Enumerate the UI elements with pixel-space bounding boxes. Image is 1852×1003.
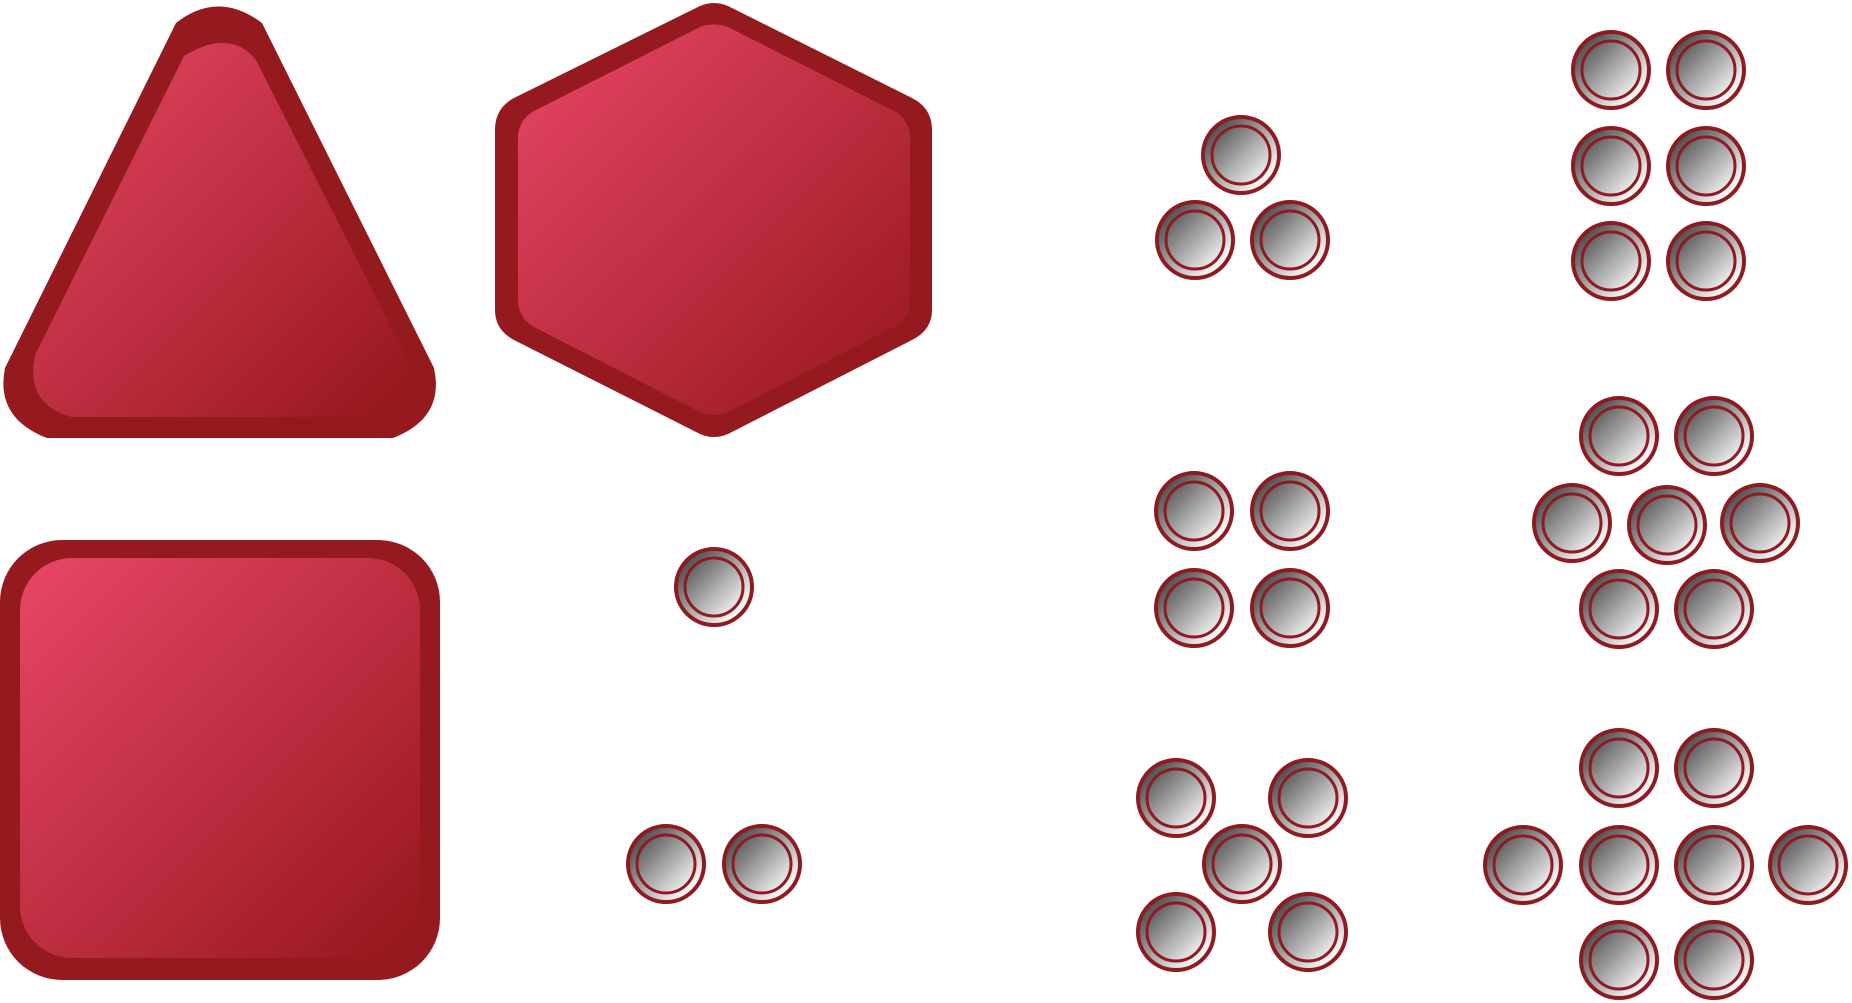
counter[interactable] xyxy=(1250,471,1330,551)
counter-inner-ring xyxy=(1163,480,1225,542)
counter[interactable] xyxy=(1154,568,1234,648)
counter-inner-ring xyxy=(1259,209,1321,271)
counter[interactable] xyxy=(1250,568,1330,648)
counter-inner-ring xyxy=(1683,405,1745,467)
counter-inner-ring xyxy=(1675,135,1737,197)
counter-inner-ring xyxy=(1277,767,1339,829)
hexagon-shape[interactable] xyxy=(495,3,932,437)
counter-group-8 xyxy=(1483,728,1848,1000)
counter-inner-ring xyxy=(1145,901,1207,963)
counter[interactable] xyxy=(1201,115,1281,195)
counter-inner-ring xyxy=(1675,230,1737,292)
counter[interactable] xyxy=(1579,825,1659,905)
counter[interactable] xyxy=(1579,569,1659,649)
counter[interactable] xyxy=(1571,221,1651,301)
counter[interactable] xyxy=(1579,920,1659,1000)
counter-inner-ring xyxy=(1636,494,1698,556)
counter-inner-ring xyxy=(1588,834,1650,896)
counter-group-4 xyxy=(1154,471,1330,648)
counter-inner-ring xyxy=(1580,135,1642,197)
counter-inner-ring xyxy=(1683,578,1745,640)
counter-inner-ring xyxy=(1210,124,1272,186)
counter[interactable] xyxy=(1268,758,1348,838)
counter-inner-ring xyxy=(1541,492,1603,554)
counter-inner-ring xyxy=(1683,737,1745,799)
counter-inner-ring xyxy=(1211,833,1273,895)
counter[interactable] xyxy=(1674,396,1754,476)
counter[interactable] xyxy=(1666,126,1746,206)
counter[interactable] xyxy=(1571,126,1651,206)
counter-inner-ring xyxy=(1277,901,1339,963)
triangle-shape[interactable] xyxy=(3,6,436,439)
counter-inner-ring xyxy=(1729,492,1791,554)
counter[interactable] xyxy=(626,824,706,904)
hexagon-shape-face xyxy=(518,24,910,415)
counter[interactable] xyxy=(1202,824,1282,904)
counter[interactable] xyxy=(1483,825,1563,905)
counter[interactable] xyxy=(1571,30,1651,110)
counter-inner-ring xyxy=(1259,480,1321,542)
counter-inner-ring xyxy=(1588,578,1650,640)
counter-inner-ring xyxy=(1683,834,1745,896)
counter-inner-ring xyxy=(1164,209,1226,271)
counter-group-7 xyxy=(1532,396,1800,649)
counter-group-6 xyxy=(1571,30,1746,301)
counter[interactable] xyxy=(1154,471,1234,551)
counter[interactable] xyxy=(1674,569,1754,649)
counter[interactable] xyxy=(1768,825,1848,905)
counter-group-2 xyxy=(626,824,802,904)
counter-inner-ring xyxy=(1492,834,1554,896)
counter[interactable] xyxy=(1666,30,1746,110)
counter[interactable] xyxy=(1666,221,1746,301)
counter-group-1 xyxy=(674,547,754,627)
counter-inner-ring xyxy=(1580,39,1642,101)
counter-inner-ring xyxy=(1777,834,1839,896)
counter-inner-ring xyxy=(1145,767,1207,829)
counter[interactable] xyxy=(1136,758,1216,838)
counter[interactable] xyxy=(1268,892,1348,972)
counter-inner-ring xyxy=(1588,405,1650,467)
counter-inner-ring xyxy=(635,833,697,895)
counter-group-3 xyxy=(1155,115,1330,280)
counter[interactable] xyxy=(1627,485,1707,565)
counter-inner-ring xyxy=(731,833,793,895)
counter-inner-ring xyxy=(683,556,745,618)
counter-inner-ring xyxy=(1163,577,1225,639)
counters-layer xyxy=(626,30,1848,1000)
square-shape-face xyxy=(20,558,420,958)
counter-inner-ring xyxy=(1683,929,1745,991)
counter-inner-ring xyxy=(1580,230,1642,292)
counter[interactable] xyxy=(1720,483,1800,563)
counter[interactable] xyxy=(1250,200,1330,280)
counter[interactable] xyxy=(1674,920,1754,1000)
counter[interactable] xyxy=(1579,728,1659,808)
counter[interactable] xyxy=(1674,825,1754,905)
counter-inner-ring xyxy=(1259,577,1321,639)
counter[interactable] xyxy=(1136,892,1216,972)
square-shape[interactable] xyxy=(0,540,440,980)
counter-inner-ring xyxy=(1588,737,1650,799)
counter[interactable] xyxy=(1674,728,1754,808)
counter[interactable] xyxy=(674,547,754,627)
counter[interactable] xyxy=(1579,396,1659,476)
counter[interactable] xyxy=(1155,200,1235,280)
counter-inner-ring xyxy=(1675,39,1737,101)
counter-inner-ring xyxy=(1588,929,1650,991)
counter[interactable] xyxy=(722,824,802,904)
counter-group-5 xyxy=(1136,758,1348,972)
counter[interactable] xyxy=(1532,483,1612,563)
triangle-shape-face xyxy=(33,42,407,417)
